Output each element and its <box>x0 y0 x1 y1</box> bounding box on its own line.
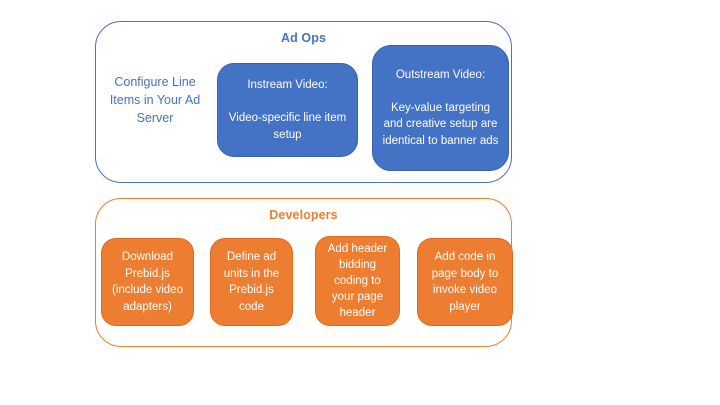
step-add-header-bidding-box: Add header bidding coding to your page h… <box>315 236 400 326</box>
ad-ops-group-title: Ad Ops <box>280 31 327 45</box>
instream-video-heading: Instream Video: <box>247 79 328 91</box>
instream-video-box: Instream Video: Video-specific line item… <box>217 63 358 157</box>
outstream-video-body: Key-value targeting and creative setup a… <box>382 101 499 147</box>
step-add-page-body-code-box: Add code in page body to invoke video pl… <box>417 238 513 326</box>
developers-group-title: Developers <box>269 208 338 222</box>
outstream-video-heading: Outstream Video: <box>395 68 486 81</box>
instream-video-body: Video-specific line item setup <box>228 112 347 141</box>
outstream-video-box: Outstream Video: Key-value targeting and… <box>372 45 509 171</box>
configure-line-items-label: Configure Line Items in Your Ad Server <box>109 75 201 125</box>
developers-group-container: Developers Download Prebid.js (include v… <box>95 198 513 347</box>
step-define-ad-units-box: Define ad units in the Prebid.js code <box>210 238 293 326</box>
ad-ops-group-container: Ad Ops Configure Line Items in Your Ad S… <box>95 21 512 183</box>
step-download-prebid-box: Download Prebid.js (include video adapte… <box>101 238 194 326</box>
